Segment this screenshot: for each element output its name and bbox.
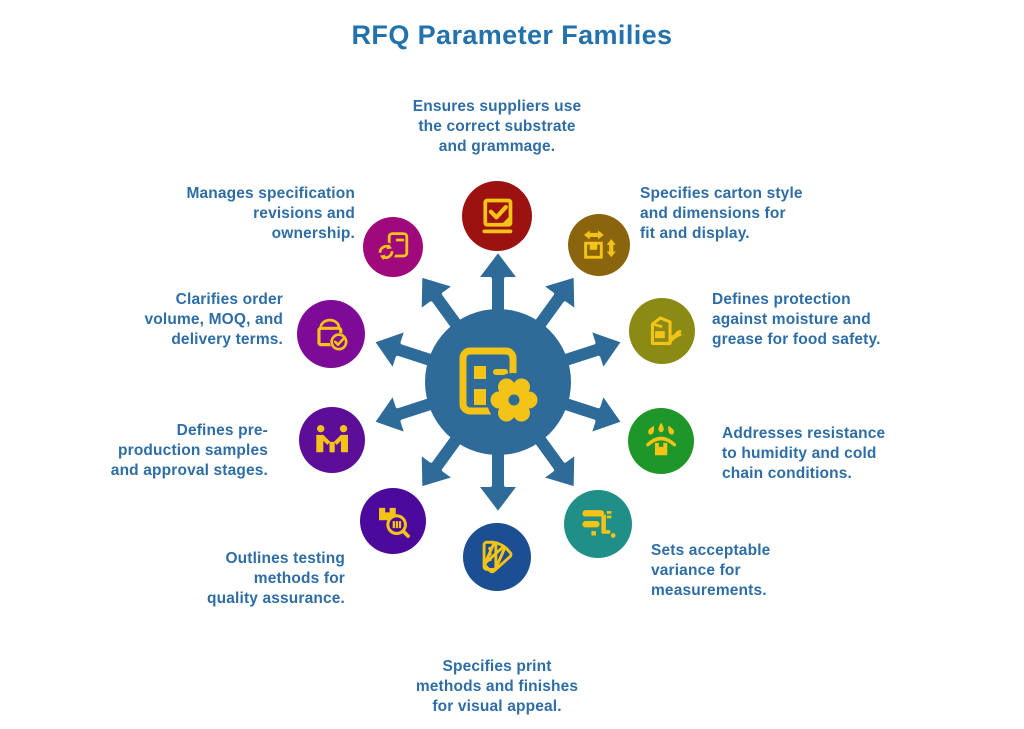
satellite-testing (360, 488, 426, 554)
satellite-label-humidity: Addresses resistance to humidity and col… (722, 425, 886, 482)
satellite-label-print: Specifies print methods and finishes for… (415, 658, 579, 715)
satellite-label-barrier: Defines protection against moisture and … (712, 291, 881, 348)
satellite-label-samples: Defines pre- production samples and appr… (110, 422, 268, 479)
satellite-samples (299, 407, 365, 473)
satellite-label-carton: Specifies carton style and dimensions fo… (640, 185, 803, 242)
document-gear-icon (459, 347, 541, 427)
food-carton-leaf-icon (650, 316, 682, 346)
satellite-label-substrate: Ensures suppliers use the correct substr… (412, 98, 582, 155)
satellite-tolerance (564, 490, 632, 558)
satellite-barrier (629, 298, 695, 364)
document-refresh-icon (376, 231, 408, 262)
satellite-print (463, 523, 531, 591)
water-resistance-icon (646, 422, 676, 456)
check-document-icon (482, 198, 512, 233)
handshake-people-icon (316, 424, 348, 453)
satellite-substrate (462, 181, 532, 251)
caliper-icon (582, 510, 616, 539)
satellite-revisions (363, 217, 423, 277)
satellite-label-order: Clarifies order volume, MOQ, and deliver… (144, 291, 283, 348)
page-title: RFQ Parameter Families (351, 20, 673, 50)
satellite-label-testing: Outlines testing methods for quality ass… (207, 550, 345, 607)
bag-check-icon (317, 319, 349, 352)
box-dimensions-icon (584, 230, 616, 259)
satellite-label-revisions: Manages specification revisions and owne… (186, 185, 355, 242)
satellite-carton (568, 214, 630, 276)
box-magnifier-icon (378, 507, 410, 538)
satellite-label-tolerance: Sets acceptable variance for measurement… (651, 542, 771, 599)
satellite-humidity (628, 408, 694, 474)
color-swatch-fan-icon (482, 541, 513, 574)
satellite-order (297, 300, 365, 368)
